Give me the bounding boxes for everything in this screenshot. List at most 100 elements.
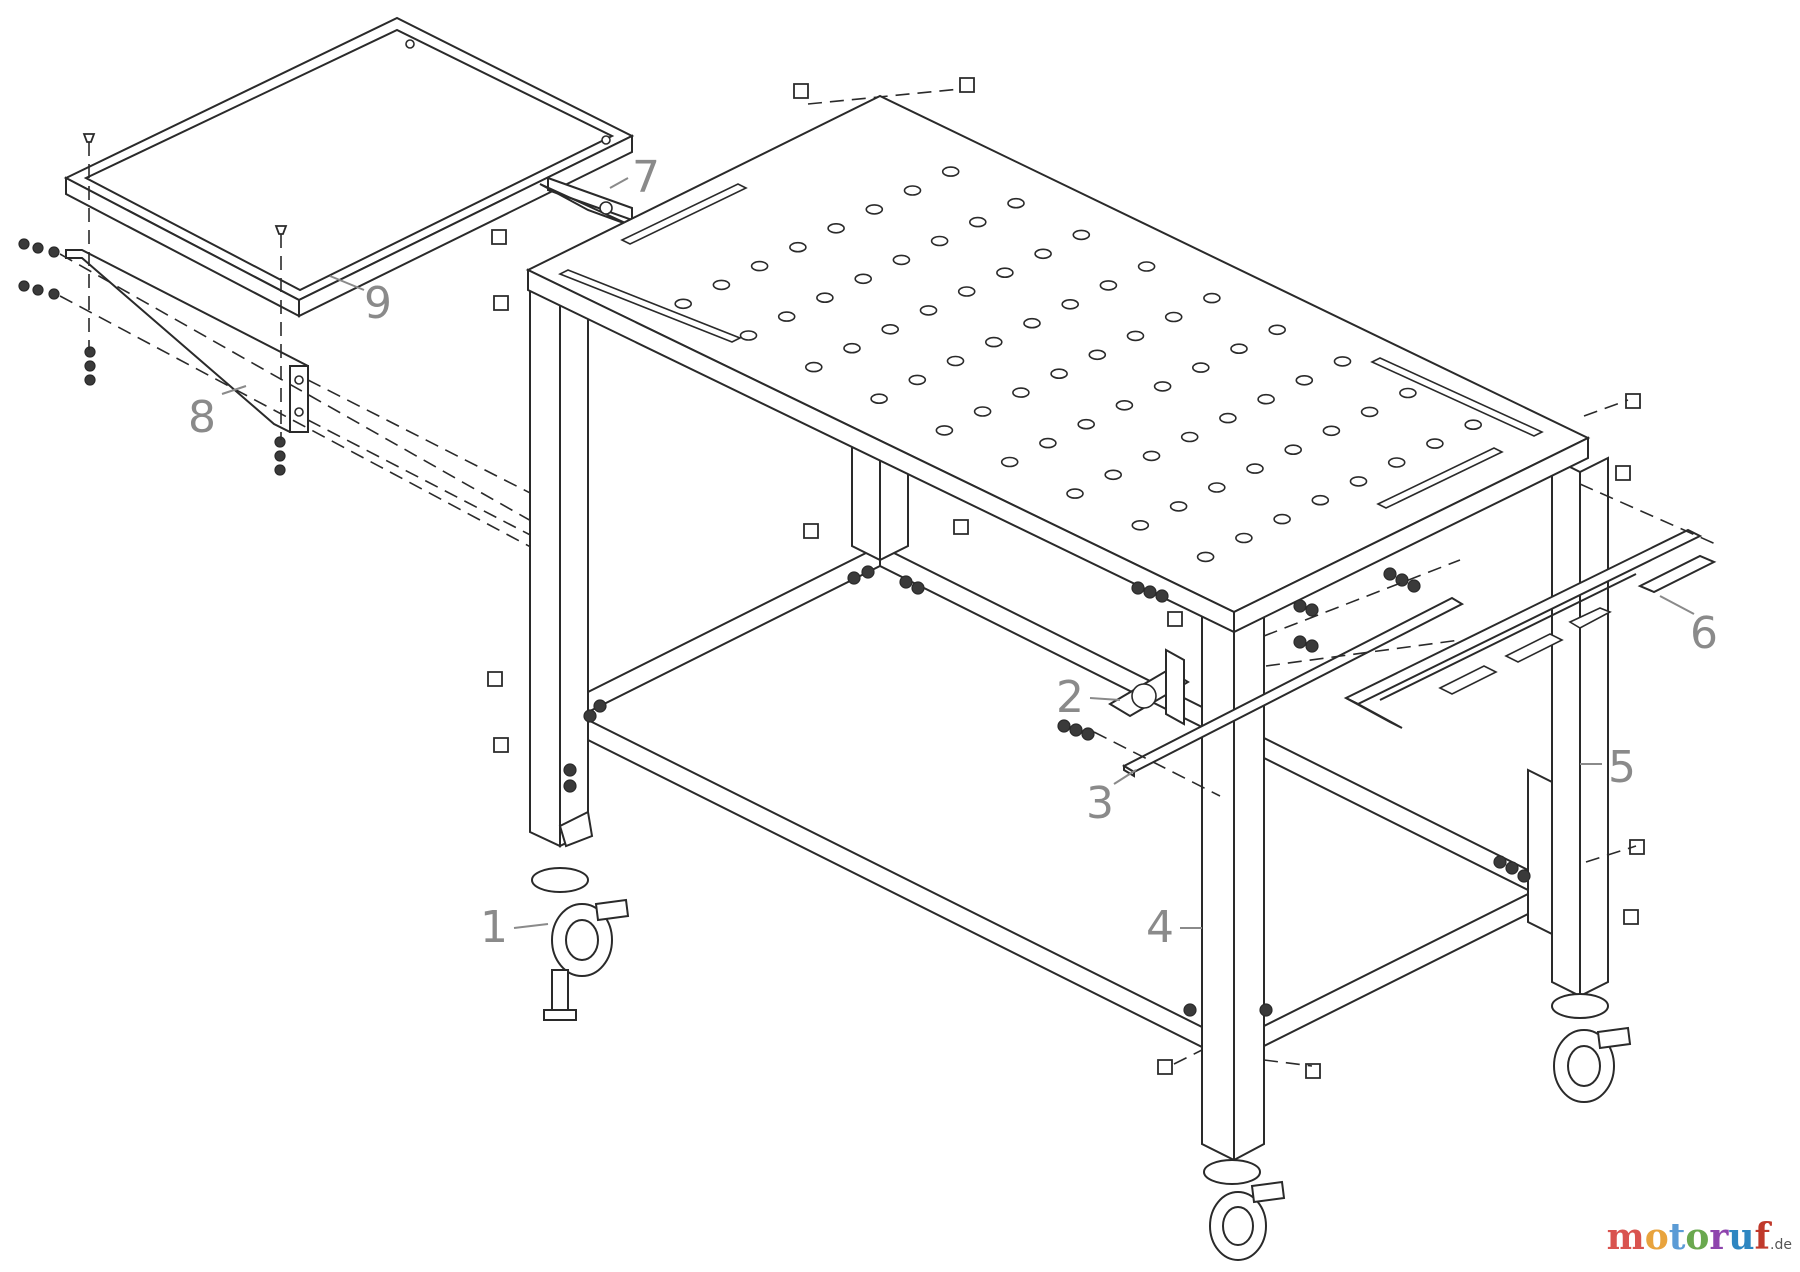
leg-left: [529, 288, 594, 848]
tabletop-hole: [1464, 419, 1482, 431]
tabletop-hole: [1322, 425, 1341, 437]
tabletop-hole: [1137, 261, 1156, 272]
tabletop-hole: [1311, 494, 1330, 506]
tabletop-hole: [968, 216, 987, 228]
part-labels: 1 2 3 4 5 6 7 8 9: [188, 152, 1718, 953]
tabletop-hole: [865, 204, 884, 215]
tabletop-hole: [1164, 311, 1183, 323]
part-label-7: 7: [632, 152, 660, 203]
tabletop-hole: [843, 342, 861, 354]
tabletop-hole: [1196, 551, 1215, 563]
tabletop-hole: [1131, 519, 1150, 531]
side-rail: [1343, 528, 1717, 729]
tabletop-hole: [908, 374, 927, 386]
tabletop-hole: [1061, 298, 1079, 310]
tabletop-hole: [946, 355, 965, 367]
shelf-bracket: [65, 249, 309, 433]
tabletop-hole: [827, 223, 845, 234]
watermark-text: motoruf: [1607, 1216, 1770, 1258]
tabletop-hole: [1399, 387, 1417, 399]
tabletop-hole: [1066, 488, 1084, 499]
part-label-2: 2: [1056, 672, 1084, 723]
caster-front: [1203, 1159, 1286, 1261]
tabletop-hole: [1257, 393, 1275, 405]
watermark-letter: m: [1606, 1216, 1645, 1258]
tabletop-hole: [935, 425, 954, 436]
tabletop-hole: [1219, 412, 1237, 424]
tabletop-hole: [903, 185, 922, 196]
mounting-plate: [1108, 648, 1190, 726]
tabletop-hole: [1153, 381, 1172, 392]
tabletop-hole: [1034, 248, 1052, 260]
tabletop-hole: [1273, 513, 1291, 525]
tabletop-hole: [789, 241, 807, 253]
tabletop-hole: [1333, 356, 1352, 367]
shelf-assembly-lines: [59, 87, 971, 553]
part-label-9: 9: [364, 278, 392, 329]
tabletop-hole: [712, 279, 731, 291]
tabletop-hole: [957, 286, 976, 297]
tabletop-hole: [1142, 450, 1161, 462]
tabletop-hole: [1235, 532, 1253, 544]
part-label-3: 3: [1086, 778, 1114, 829]
tabletop-hole: [984, 336, 1003, 348]
tabletop-hole: [1126, 330, 1145, 342]
shelf-support-arm: [539, 176, 633, 227]
tabletop-hole: [1426, 438, 1444, 449]
watermark-logo: motoruf.de: [1607, 1216, 1792, 1258]
caster-rear: [1551, 993, 1632, 1103]
tabletop-hole: [1268, 324, 1286, 336]
tabletop-hole: [1246, 463, 1264, 474]
watermark-tld: .de: [1770, 1237, 1792, 1253]
tabletop-hole: [973, 406, 992, 417]
tabletop-hole: [739, 330, 758, 341]
watermark-letter: o: [1644, 1216, 1669, 1258]
part-label-6: 6: [1690, 608, 1718, 659]
tabletop-hole: [804, 361, 823, 373]
part-label-5: 5: [1608, 742, 1636, 793]
tabletop-hole: [1360, 406, 1379, 418]
tabletop-hole: [816, 292, 834, 304]
watermark-letter: r: [1709, 1216, 1729, 1258]
tabletop-hole: [919, 305, 938, 316]
watermark-letter: f: [1754, 1216, 1771, 1258]
tabletop-hole: [1208, 482, 1226, 493]
bracket-nuts: [18, 133, 288, 476]
tabletop-hole: [941, 166, 960, 177]
tabletop-hole: [750, 260, 769, 272]
tabletop-hole: [1050, 368, 1068, 380]
leg-front: [1201, 610, 1265, 1162]
watermark-letter: t: [1668, 1216, 1686, 1258]
tabletop-hole: [881, 323, 900, 335]
tabletop-hole: [1115, 399, 1134, 411]
tabletop-hole: [870, 393, 888, 405]
tabletop-hole: [996, 267, 1014, 279]
tabletop-hole: [1295, 374, 1314, 386]
tabletop-hole: [1072, 229, 1091, 241]
tabletop-hole: [1077, 418, 1095, 430]
tabletop-hole: [1104, 469, 1122, 481]
tabletop-hole: [1007, 197, 1025, 209]
watermark-letter: o: [1685, 1216, 1710, 1258]
tabletop-hole: [1180, 431, 1199, 443]
tabletop-hole: [1000, 456, 1019, 468]
part-label-4: 4: [1146, 902, 1174, 953]
part-label-8: 8: [188, 392, 216, 443]
loose-screws: [487, 77, 1645, 1079]
table-assembly-lines: [1093, 399, 1721, 1067]
tabletop-hole: [1099, 280, 1118, 291]
tabletop-hole: [1012, 387, 1030, 398]
tabletop-hole: [674, 298, 693, 310]
tabletop-hole: [1088, 349, 1107, 361]
tabletop-hole: [1192, 362, 1210, 373]
tabletop-hole: [1203, 292, 1221, 304]
part-label-1: 1: [480, 902, 508, 953]
tabletop-hole: [777, 311, 796, 322]
tabletop-hole: [1023, 317, 1041, 329]
tabletop-hole: [1169, 501, 1188, 512]
tabletop-hole: [854, 273, 873, 285]
tabletop-hole: [892, 254, 911, 266]
tabletop-hole: [1284, 444, 1302, 456]
tabletop: [525, 94, 1591, 634]
tabletop-hole: [1349, 476, 1368, 487]
